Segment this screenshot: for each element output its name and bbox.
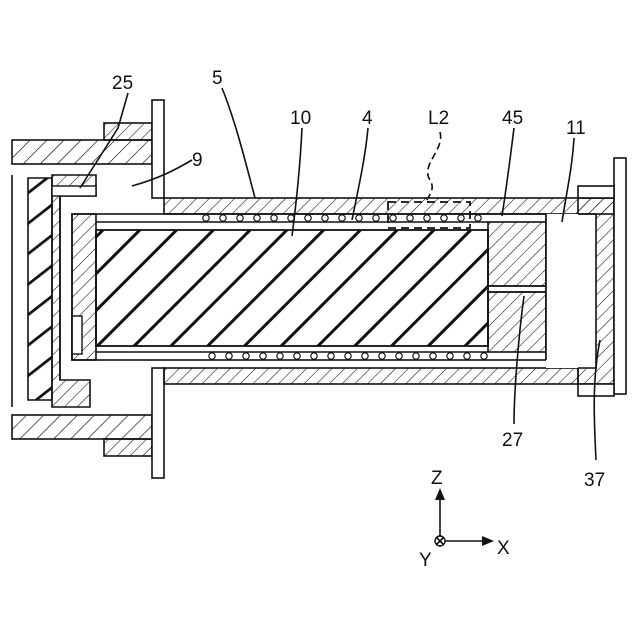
spacer-ball (413, 353, 419, 359)
spacer-ball (430, 353, 436, 359)
spacer-ball (237, 215, 243, 221)
spacer-ball (220, 215, 226, 221)
chamber-11 (546, 214, 578, 368)
label-10: 10 (290, 108, 311, 129)
label-37: 37 (584, 470, 605, 491)
leader-L2 (426, 132, 441, 202)
z-axis-arrowhead (435, 488, 445, 500)
spacer-ball (390, 215, 396, 221)
label-5: 5 (212, 68, 223, 89)
label-27: 27 (502, 430, 523, 451)
spacer-ball (294, 353, 300, 359)
spacer-ball (339, 215, 345, 221)
spacer-ball (407, 215, 413, 221)
axis-label-x: X (497, 538, 510, 559)
spacer-ball (345, 353, 351, 359)
spacer-ball (260, 353, 266, 359)
left-insulator-hatch (28, 178, 52, 400)
axis-label-z: Z (431, 468, 443, 489)
axis-label-y: Y (419, 550, 432, 571)
spacer-ball (243, 353, 249, 359)
spacer-ball (396, 353, 402, 359)
spacer-ball (441, 215, 447, 221)
spacer-row-bottom (209, 353, 487, 359)
label-45: 45 (502, 108, 523, 129)
leader-10 (292, 128, 302, 236)
spacer-ball (362, 353, 368, 359)
spacer-ball (254, 215, 260, 221)
spacer-row-top (203, 215, 481, 221)
label-4: 4 (362, 108, 373, 129)
piston-block-lower (488, 292, 546, 352)
spacer-ball (464, 353, 470, 359)
spacer-ball (277, 353, 283, 359)
core-block (96, 230, 488, 346)
left-holder-gap-upper (52, 186, 96, 196)
piston-block-upper (488, 222, 546, 286)
spacer-ball (311, 353, 317, 359)
spacer-ball (481, 353, 487, 359)
end-cap (578, 198, 614, 384)
spacer-ball (322, 215, 328, 221)
left-housing-lower-wall (12, 415, 152, 439)
spacer-ball (203, 215, 209, 221)
spacer-ball (305, 215, 311, 221)
spacer-ball (328, 353, 334, 359)
spacer-ball (458, 215, 464, 221)
spacer-ball (447, 353, 453, 359)
outer-tube-top-wall (164, 198, 614, 214)
spacer-ball (356, 215, 362, 221)
right-flange-bracket-bottom (578, 384, 614, 396)
spacer-ball (226, 353, 232, 359)
leader-5 (222, 88, 255, 198)
label-L2: L2 (428, 108, 449, 129)
label-11: 11 (566, 118, 586, 139)
seal-block-lower (104, 439, 152, 456)
spacer-ball (209, 353, 215, 359)
spacer-ball (379, 353, 385, 359)
axis-indicator: Z X Y (419, 468, 510, 571)
x-axis-arrowhead (482, 536, 494, 546)
spacer-ball (424, 215, 430, 221)
spacer-ball (271, 215, 277, 221)
label-9: 9 (192, 150, 203, 171)
right-flange-plate (614, 158, 626, 394)
flange-plate-upper (152, 100, 164, 198)
carrier-tab (72, 316, 82, 354)
right-flange-bracket-top (578, 186, 614, 198)
spacer-ball (373, 215, 379, 221)
spacer-ball (475, 215, 481, 221)
left-housing-upper-wall (12, 140, 152, 164)
label-25: 25 (112, 73, 133, 94)
flange-plate-lower (152, 368, 164, 478)
